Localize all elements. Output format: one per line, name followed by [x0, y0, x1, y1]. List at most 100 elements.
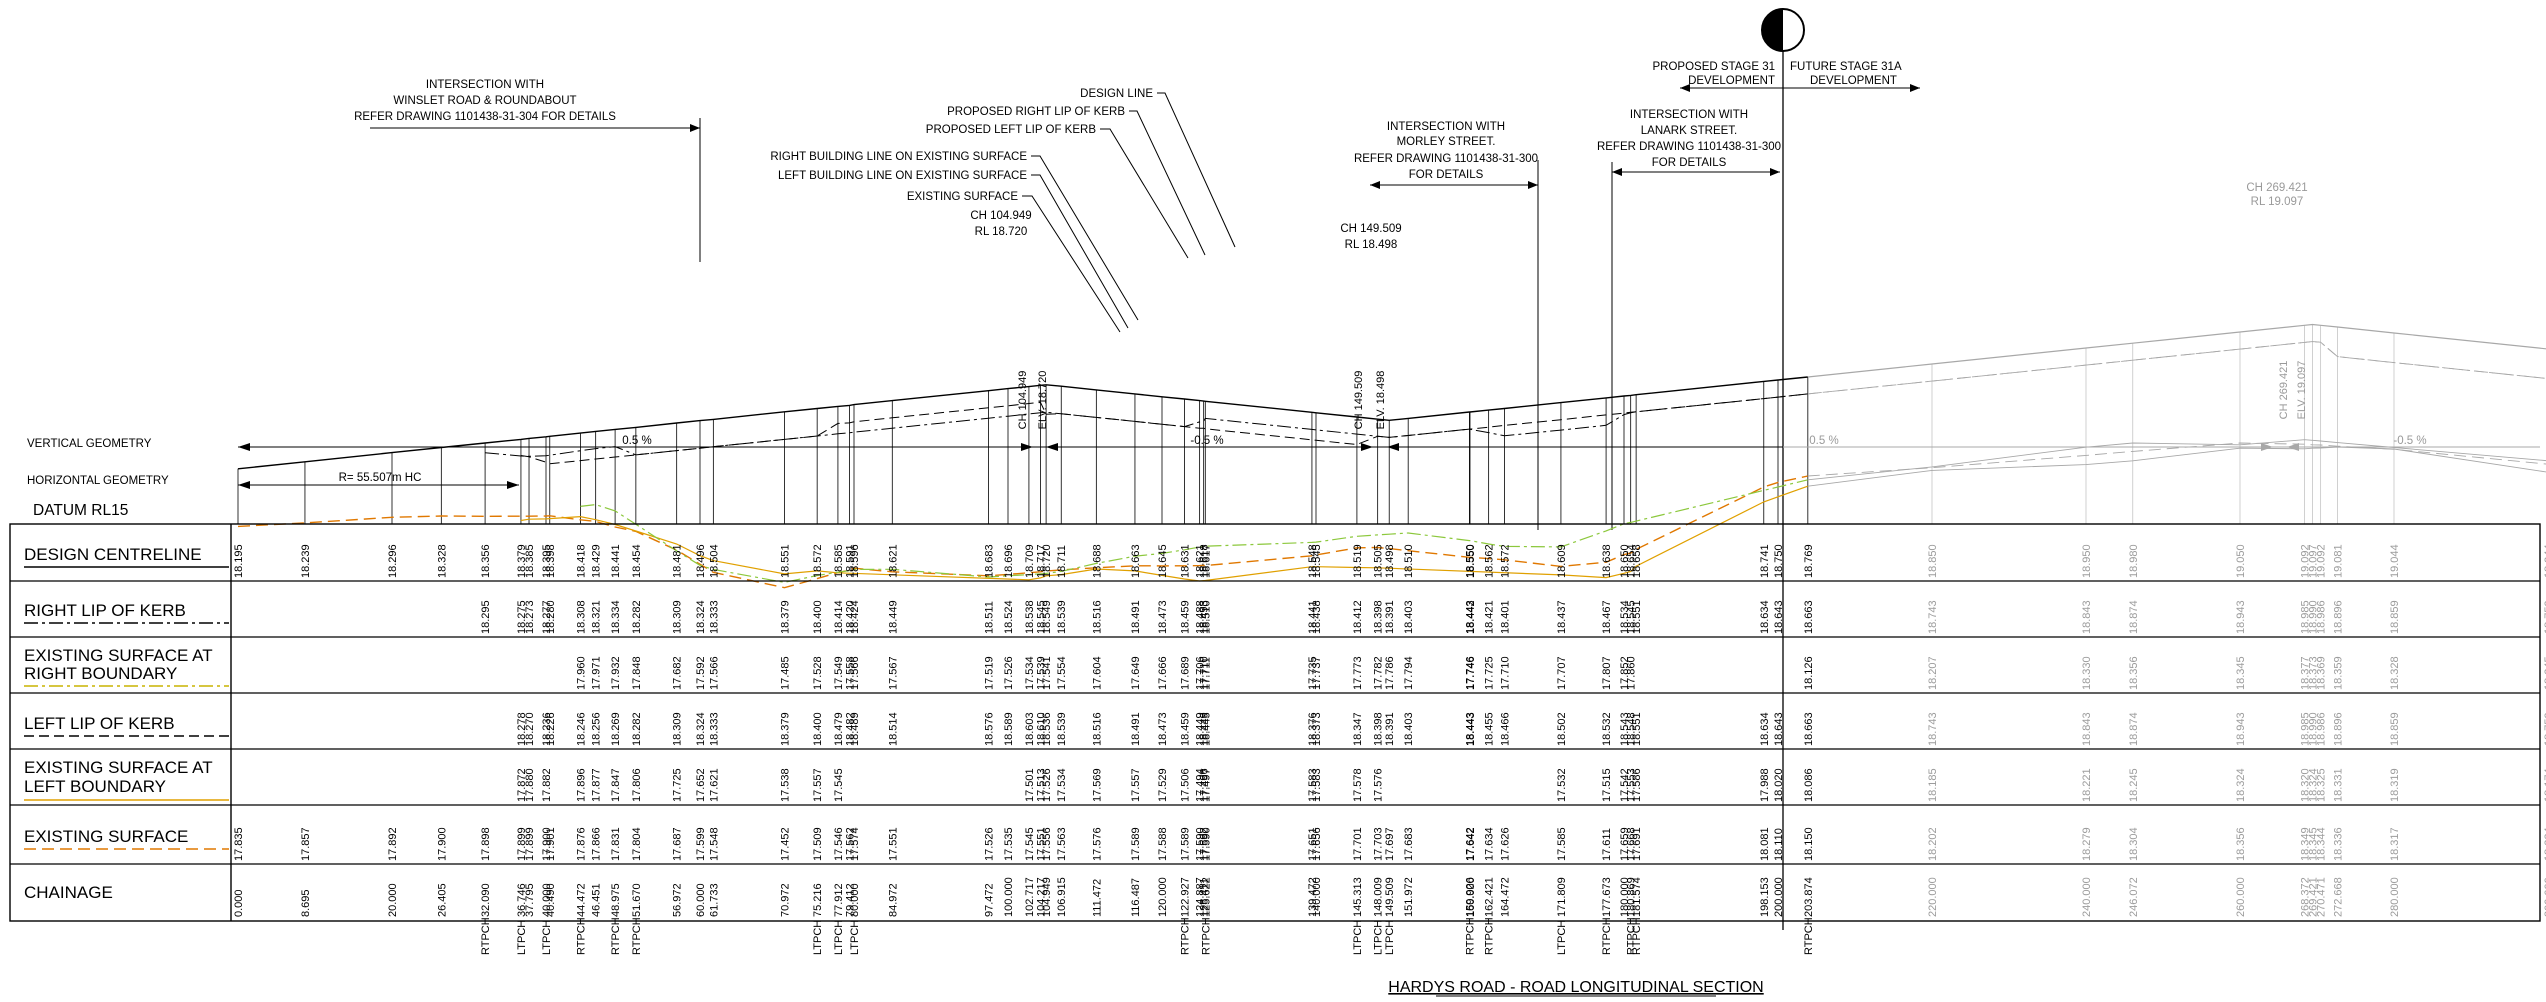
table-cell-lk: 18.759	[2543, 712, 2546, 746]
table-cell-ch: 177.673	[1601, 877, 1613, 917]
table-cell-rb: 17.706	[1195, 656, 1207, 690]
table-cell-dc: 18.548	[1307, 544, 1319, 578]
table-cell-dc: 18.741	[1759, 544, 1771, 578]
table-cell-ch: 246.072	[2128, 877, 2140, 917]
table-cell-dc: 18.504	[708, 544, 720, 578]
vertical-geometry-band: 0.5 % -0.5 % 0.5 % -0.5 %	[238, 435, 2540, 451]
table-cell-rk: 18.743	[1927, 600, 1939, 634]
table-cell-rb: 17.725	[1484, 656, 1496, 690]
table-cell-rb: 17.735	[1307, 656, 1319, 690]
table-cell-ch: 171.809	[1556, 877, 1568, 917]
table-cell-dc: 18.618	[1199, 544, 1211, 578]
table-cell-lk: 18.985	[2300, 712, 2312, 746]
table-cell-dc: 18.296	[387, 544, 399, 578]
table-cell-lk: 18.473	[1157, 712, 1169, 746]
table-cell-lb: 17.725	[672, 768, 684, 802]
callout-left-lip-kerb: PROPOSED LEFT LIP OF KERB	[926, 124, 1097, 136]
table-cell-lb: 17.652	[695, 768, 707, 802]
table-cell-lk: 18.443	[1465, 712, 1477, 746]
table-cell-dc: 18.591	[845, 544, 857, 578]
table-cell-lk: 18.282	[631, 712, 643, 746]
table-cell-rb: 17.666	[1157, 656, 1169, 690]
table-cell-lb: 17.557	[1130, 768, 1142, 802]
table-cell-rb: 17.848	[631, 656, 643, 690]
table-cell-ch: 48.975	[610, 883, 622, 917]
table-cell-dc: 18.769	[1803, 544, 1815, 578]
table-cell-es: 17.831	[610, 827, 622, 861]
table-cell-ch: 162.421	[1484, 877, 1496, 917]
table-cell-rb: 17.566	[849, 656, 861, 690]
table-cell-rb: 18.207	[1927, 656, 1939, 690]
table-cell-ch: 272.668	[2333, 877, 2345, 917]
table-cell-ch: 203.874	[1803, 877, 1815, 917]
table-cell-lk: 18.269	[610, 712, 622, 746]
table-cell-es: 17.898	[480, 827, 492, 861]
table-cell-rk: 18.277	[541, 600, 553, 634]
table-cell-rb: 17.710	[1499, 656, 1511, 690]
table-cell-rk: 18.467	[1601, 600, 1613, 634]
ch-marker-1-ch: CH 104.949	[970, 210, 1031, 222]
table-cell-rk: 18.538	[1024, 600, 1036, 634]
table-cell-es: 17.900	[541, 827, 553, 861]
table-cell-rk: 18.379	[780, 600, 792, 634]
table-cell-rk: 18.551	[1631, 600, 1643, 634]
grade-1: 0.5 %	[622, 435, 651, 447]
ch-vertical-3-ch: CH 269.421	[2278, 361, 2290, 420]
table-cell-lb: 17.988	[1759, 768, 1771, 802]
table-cell-rk: 18.334	[610, 600, 622, 634]
winslet-note-line-1: INTERSECTION WITH	[426, 79, 544, 91]
ch-marker-3: CH 269.421 RL 19.097	[2246, 182, 2307, 208]
future-rb-line	[1807, 439, 2546, 481]
table-cell-es: 17.574	[849, 827, 861, 861]
table-cell-dc: 18.429	[591, 544, 603, 578]
table-cell-ch: 122.927	[1180, 877, 1192, 917]
table-cell-dc: 18.510	[1403, 544, 1415, 578]
ch-vertical-3-elv: ELV. 19.097	[2296, 361, 2308, 420]
table-cell-dc: 18.658	[1631, 544, 1643, 578]
table-cell-lk: 18.443	[1464, 712, 1476, 746]
datum-label: DATUM RL15	[33, 502, 128, 519]
table-cell-lk: 18.482	[845, 712, 857, 746]
table-cell-rk: 18.759	[2543, 600, 2546, 634]
lanark-note-line-2: LANARK STREET.	[1641, 125, 1738, 137]
table-cell-es: 18.279	[2081, 827, 2093, 861]
table-cell-lk: 18.874	[2128, 712, 2140, 746]
table-cell-rk: 18.443	[1464, 600, 1476, 634]
ch-vertical-1: CH 104.949 ELV. 18.720	[1017, 371, 1049, 430]
table-cell-dc: 18.385	[524, 544, 536, 578]
table-cell-dc: 18.395	[541, 544, 553, 578]
table-cell-lb: 18.245	[2128, 768, 2140, 802]
table-cell-ch: 60.000	[695, 883, 707, 917]
table-cell-dc: 18.551	[780, 544, 792, 578]
table-cell-es: 18.304	[2128, 827, 2140, 861]
tangent-point-label: RTPCH	[575, 917, 587, 955]
table-cell-ch: 36.746	[516, 883, 528, 917]
table-cell-lk: 18.514	[887, 712, 899, 746]
table-cell-rk: 18.545	[1626, 600, 1638, 634]
table-cell-lk: 18.403	[1403, 712, 1415, 746]
table-cell-es: 17.452	[780, 827, 792, 861]
table-cell-dc: 18.550	[1465, 544, 1477, 578]
profile-lb-line	[520, 485, 1809, 582]
table-cell-lk: 18.226	[545, 712, 557, 746]
table-cell-ch: 180.869	[1626, 877, 1638, 917]
table-cell-rk: 18.511	[984, 601, 996, 634]
table-cell-lk: 18.743	[1927, 712, 1939, 746]
tangent-point-label: LTPCH	[1556, 920, 1568, 955]
table-cell-lk: 18.502	[1556, 712, 1568, 746]
table-cell-dc: 18.398	[545, 544, 557, 578]
table-cell-dc: 18.645	[1157, 544, 1169, 578]
table-cell-lk: 18.943	[2235, 712, 2247, 746]
callout-existing-surface: EXISTING SURFACE	[907, 191, 1019, 203]
tangent-point-label: LTPCH	[1352, 920, 1364, 955]
table-cell-lk: 18.634	[1759, 712, 1771, 746]
horizontal-geometry-band: R= 55.507m HC	[238, 472, 519, 489]
table-cell-lb: 17.557	[812, 768, 824, 802]
ch-marker-1: CH 104.949 RL 18.720	[970, 210, 1031, 238]
ch-marker-2-rl: RL 18.498	[1345, 239, 1398, 251]
vertical-geometry-label: VERTICAL GEOMETRY	[27, 438, 152, 450]
ch-marker-2-ch: CH 149.509	[1340, 223, 1401, 235]
table-cell-es: 17.857	[300, 827, 312, 861]
profile-station-lines	[237, 324, 2395, 524]
table-cell-lk: 18.246	[575, 712, 587, 746]
